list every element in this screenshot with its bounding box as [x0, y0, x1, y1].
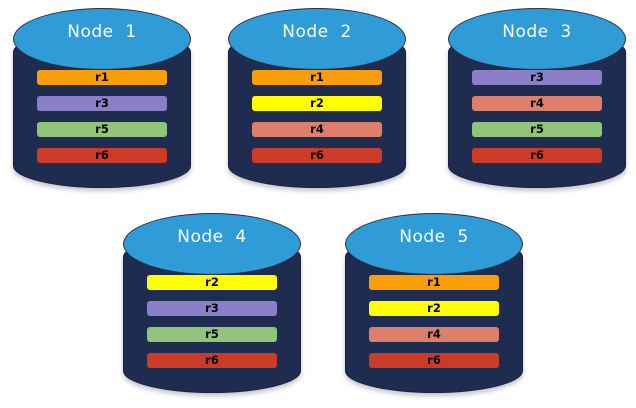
cylinder-top-ellipse: [228, 8, 406, 70]
replica-bar: r5: [147, 327, 277, 342]
replica-bar: r6: [472, 148, 602, 163]
replica-bar: r2: [252, 96, 382, 111]
node-cylinder: Node 2 r1 r2 r4 r6: [228, 8, 406, 193]
node-label: Node 2: [282, 22, 352, 42]
cylinder-top-ellipse: [123, 213, 301, 275]
cylinder-top-ellipse: [345, 213, 523, 275]
replica-bar: r5: [37, 122, 167, 137]
node-cylinder: Node 1 r1 r3 r5 r6: [13, 8, 191, 193]
replica-bar: r6: [369, 353, 499, 368]
node-cylinder: Node 5 r1 r2 r4 r6: [345, 213, 523, 398]
replica-list: r1 r2 r4 r6: [252, 70, 382, 163]
replica-bar: r1: [252, 70, 382, 85]
replica-bar: r1: [369, 275, 499, 290]
replica-bar: r2: [369, 301, 499, 316]
replica-bar: r4: [472, 96, 602, 111]
replica-list: r1 r2 r4 r6: [369, 275, 499, 368]
replica-list: r3 r4 r5 r6: [472, 70, 602, 163]
replica-bar: r5: [472, 122, 602, 137]
replica-bar: r3: [472, 70, 602, 85]
node-label: Node 5: [399, 227, 469, 247]
replica-bar: r2: [147, 275, 277, 290]
replica-bar: r3: [37, 96, 167, 111]
replica-bar: r1: [37, 70, 167, 85]
replica-bar: r4: [369, 327, 499, 342]
replica-bar: r6: [147, 353, 277, 368]
replica-bar: r4: [252, 122, 382, 137]
node-label: Node 1: [67, 22, 137, 42]
node-cylinder: Node 3 r3 r4 r5 r6: [448, 8, 626, 193]
replica-list: r1 r3 r5 r6: [37, 70, 167, 163]
node-cylinder: Node 4 r2 r3 r5 r6: [123, 213, 301, 398]
replica-list: r2 r3 r5 r6: [147, 275, 277, 368]
node-label: Node 4: [177, 227, 247, 247]
replica-bar: r6: [252, 148, 382, 163]
cylinder-top-ellipse: [448, 8, 626, 70]
cylinder-top-ellipse: [13, 8, 191, 70]
replica-bar: r6: [37, 148, 167, 163]
replica-bar: r3: [147, 301, 277, 316]
node-label: Node 3: [502, 22, 572, 42]
